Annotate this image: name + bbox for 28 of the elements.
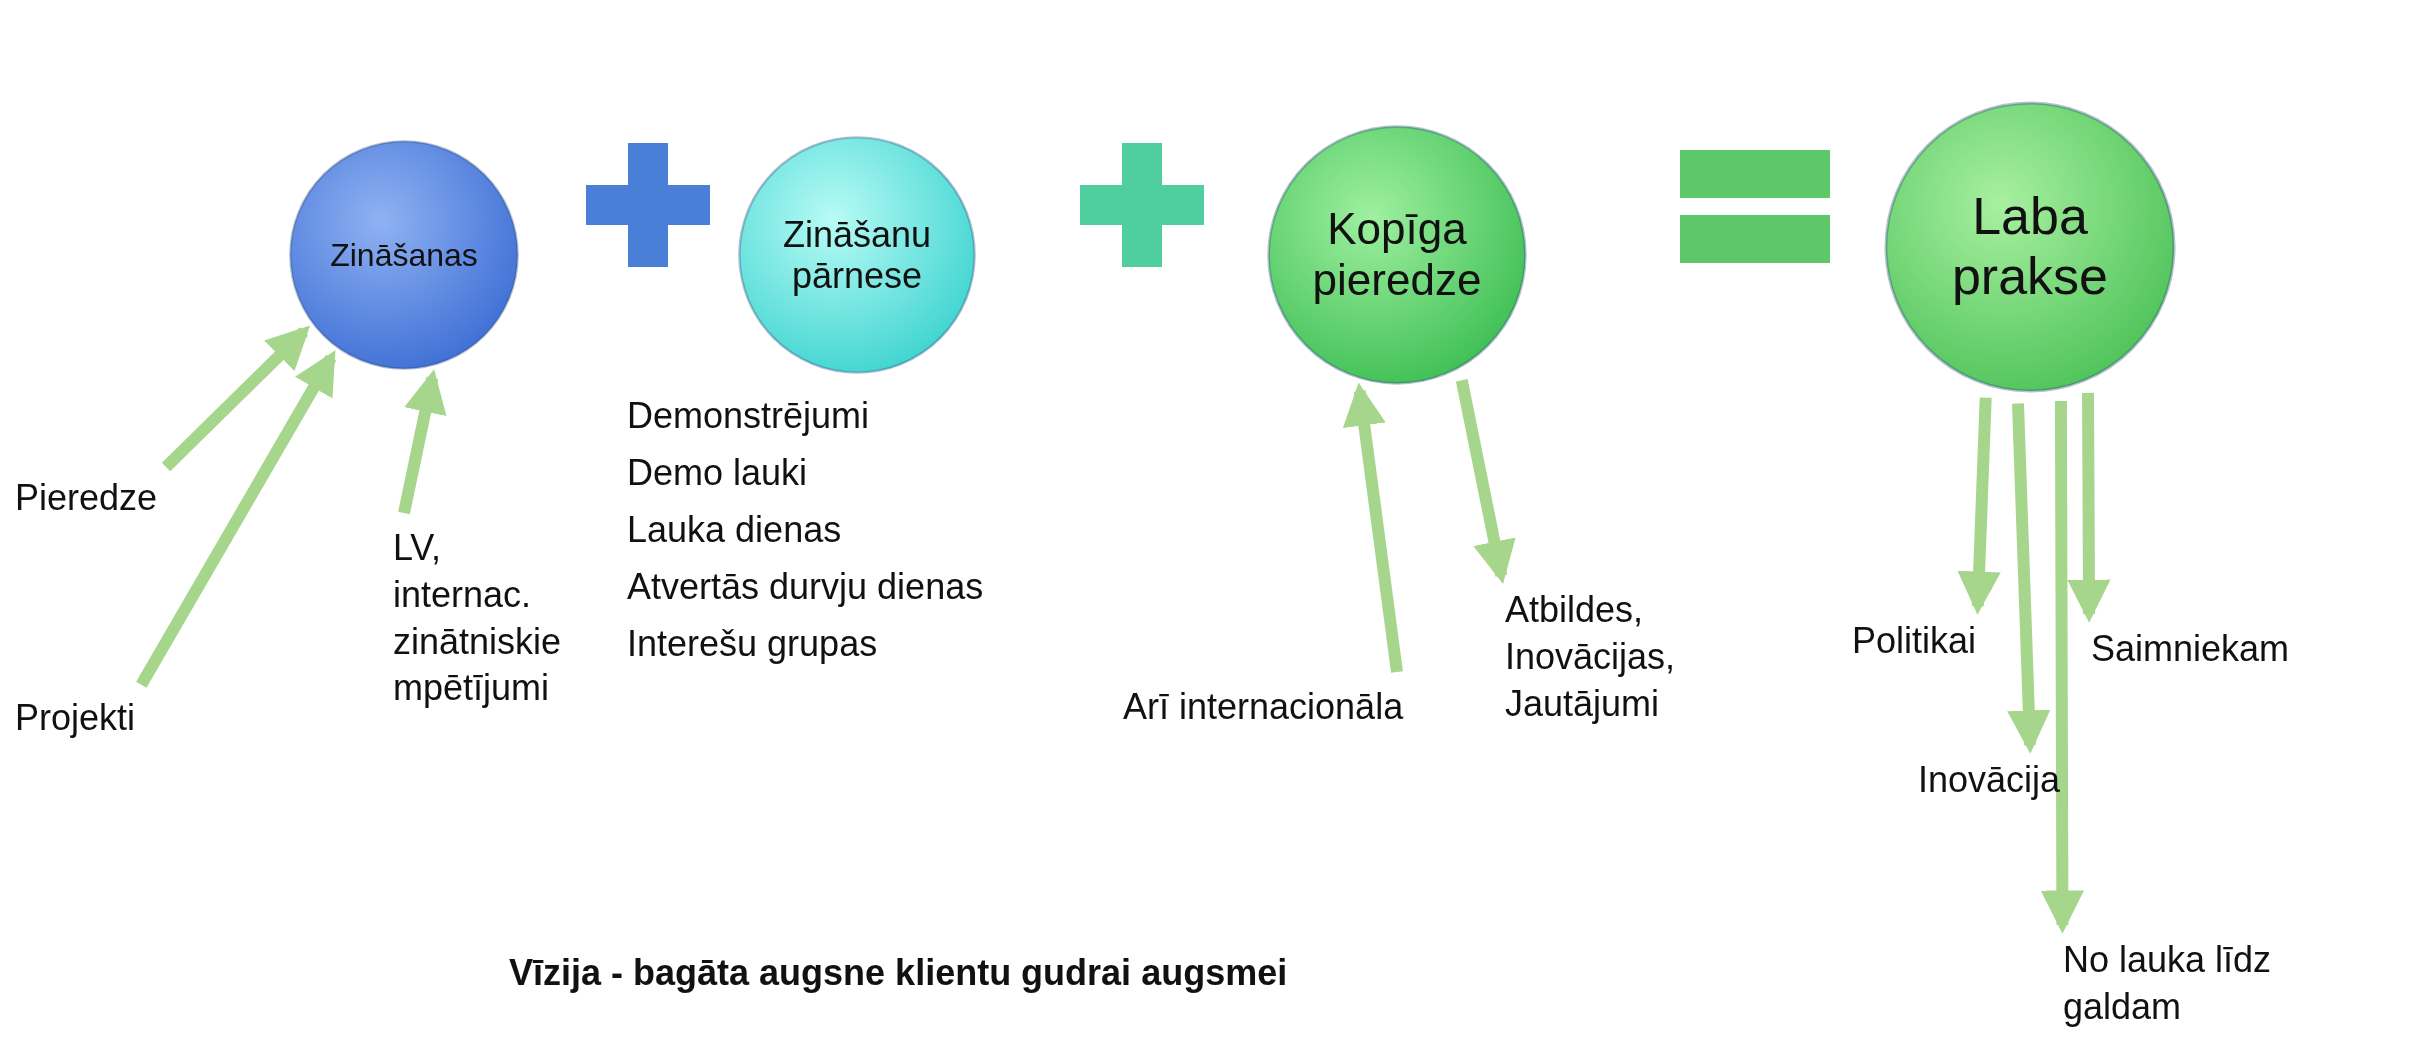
list-item: Lauka dienas xyxy=(627,508,843,552)
text-label: Projekti xyxy=(15,695,136,742)
text-label: Politikai xyxy=(1852,618,1977,665)
caption: Vīzija - bagāta augsne klientu gudrai augsmei xyxy=(509,952,1288,994)
list-item: Interešu grupas xyxy=(627,622,879,666)
text-label: LV, internac. zinātniskie mpētījumi xyxy=(393,525,583,713)
arrow xyxy=(2007,403,2051,754)
arrow xyxy=(1957,397,2001,615)
node-label: Zināšanas xyxy=(330,236,478,274)
node-label: Zināšanu pārnese xyxy=(781,213,933,297)
arrow xyxy=(136,350,337,688)
text-label: Inovācija xyxy=(1918,757,2061,804)
arrow xyxy=(161,325,311,472)
arrow xyxy=(1342,382,1403,673)
list-item: Atvertās durvju dienas xyxy=(627,565,984,609)
arrow xyxy=(1455,379,1516,585)
text-label: No lauka līdz galdam xyxy=(2063,937,2293,1031)
text-label: Atbildes, Inovācijas, Jautājumi xyxy=(1505,587,1705,728)
list-item: Demo lauki xyxy=(627,451,809,495)
arrow xyxy=(398,369,447,515)
node-label: Laba prakse xyxy=(1950,187,2110,307)
text-label: Pieredze xyxy=(15,475,158,522)
arrow xyxy=(2067,392,2111,623)
text-label: Saimniekam xyxy=(2091,626,2290,673)
text-label: Arī internacionāla xyxy=(1123,684,1423,731)
node-label: Kopīga pieredze xyxy=(1311,204,1483,306)
list-item: Demonstrējumi xyxy=(627,394,871,438)
arrow xyxy=(2040,400,2084,934)
